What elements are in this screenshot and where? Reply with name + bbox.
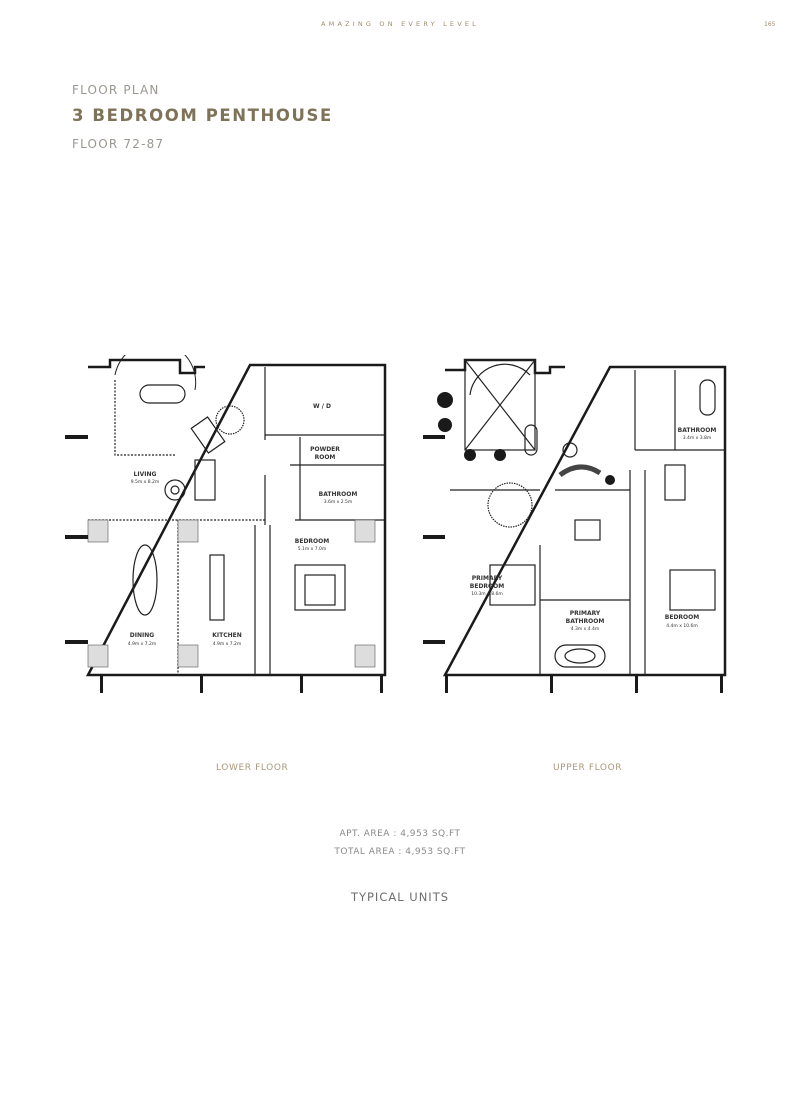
page-number: 165 (764, 21, 776, 28)
lower-floor-plan: LIVING 9.5m x 8.2m W / D POWDER ROOM BAT… (65, 355, 387, 693)
room-label-wd: W / D (313, 403, 331, 410)
room-label-primary-bedroom-2: BEDROOM (470, 583, 504, 590)
room-size-kitchen: 4.9m x 7.2m (213, 641, 242, 647)
room-label-primary-bathroom: PRIMARY (570, 610, 601, 617)
room-size-bedroom: 4.4m x 10.6m (666, 623, 697, 629)
room-label-bathroom: BATHROOM (678, 427, 717, 434)
room-label-powder: POWDER (310, 446, 340, 453)
exterior-wall (85, 358, 387, 677)
room-label-powder-2: ROOM (315, 454, 336, 461)
room-size-primary-bathroom: 4.3m x 4.4m (571, 626, 600, 632)
room-label-primary-bathroom-2: BATHROOM (566, 618, 605, 625)
room-size-bedroom: 5.1m x 7.0m (298, 546, 327, 552)
typical-units-label: TYPICAL UNITS (350, 890, 450, 904)
room-size-dining: 4.9m x 7.2m (128, 641, 157, 647)
room-label-bedroom: BEDROOM (665, 614, 699, 621)
room-label-bathroom: BATHROOM (319, 491, 358, 498)
upper-floor-caption: UPPER FLOOR (553, 763, 623, 773)
running-title: AMAZING ON EVERY LEVEL (321, 20, 479, 28)
room-label-living: LIVING (134, 471, 157, 478)
room-size-bathroom: 3.4m x 3.8m (683, 435, 712, 441)
room-label-dining: DINING (130, 632, 154, 639)
room-label-bedroom: BEDROOM (295, 538, 329, 545)
apt-area: APT. AREA : 4,953 SQ.FT (339, 829, 461, 839)
room-label-kitchen: KITCHEN (212, 632, 242, 639)
page-title: 3 BEDROOM PENTHOUSE (72, 106, 333, 125)
total-area: TOTAL AREA : 4,953 SQ.FT (334, 847, 466, 857)
room-size-bathroom: 3.6m x 2.5m (324, 499, 353, 505)
floor-range: FLOOR 72-87 (72, 137, 165, 151)
kicker: FLOOR PLAN (72, 83, 160, 97)
upper-floor-plan: BATHROOM 3.4m x 3.8m PRIMARY BEDROOM 10.… (423, 358, 727, 693)
room-size-primary-bedroom: 10.3m x 8.6m (471, 591, 502, 597)
lower-floor-caption: LOWER FLOOR (216, 763, 289, 773)
room-label-primary-bedroom: PRIMARY (472, 575, 503, 582)
room-size-living: 9.5m x 8.2m (131, 479, 160, 485)
